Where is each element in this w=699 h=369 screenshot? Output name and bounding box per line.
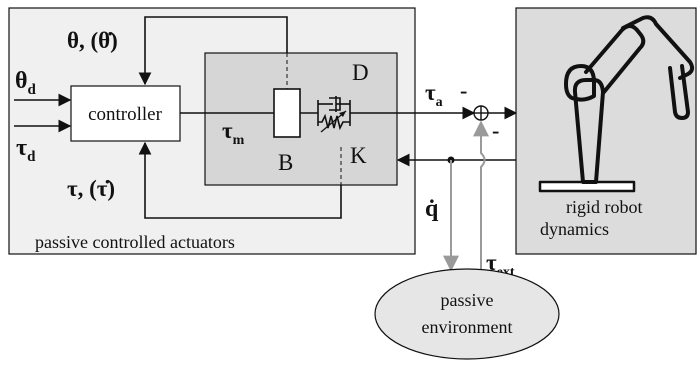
tau-feedback-line <box>138 141 342 219</box>
spring-damper-element <box>317 96 351 133</box>
theta-d-subscript: d <box>28 82 37 98</box>
q-dot-label: q̇ <box>425 196 439 222</box>
d-label: D <box>352 60 369 85</box>
tau-d-subscript: d <box>27 149 36 165</box>
rigid-robot-label-line2: dynamics <box>540 219 609 239</box>
environment-ellipse <box>374 268 560 360</box>
theta-d-label: θd <box>15 68 37 98</box>
tau-m-label: τm <box>222 118 245 148</box>
tau-m-symbol: τ <box>222 118 233 143</box>
theta-feedback-label: θ, (θ̇) <box>67 28 118 53</box>
rigid-robot-label-line1: rigid robot <box>566 197 643 217</box>
tau-m-subscript: m <box>233 133 245 148</box>
actuator-box <box>204 52 398 186</box>
passive-actuators-label: passive controlled actuators <box>35 232 235 252</box>
tau-ext-symbol: τ <box>486 250 497 275</box>
theta-feedback-line <box>138 16 288 86</box>
minus-bottom-label: - <box>492 118 499 143</box>
tau-a-symbol: τ <box>425 80 436 105</box>
tau-a-subscript: a <box>436 95 443 110</box>
controller-label: controller <box>88 104 163 125</box>
summing-junction <box>473 105 489 121</box>
k-label: K <box>350 143 367 168</box>
inertia-block <box>273 88 301 138</box>
theta-d-symbol: θ <box>15 68 28 94</box>
tau-ext-line <box>473 120 489 284</box>
controller-box <box>70 85 181 142</box>
b-label: B <box>278 150 293 175</box>
robot-arm-icon <box>538 15 695 193</box>
tau-d-symbol: τ <box>16 135 27 161</box>
environment-label-line2: environment <box>422 317 513 337</box>
robot-panel <box>515 7 697 255</box>
environment-label-line1: passive <box>441 290 494 310</box>
tau-a-label: τa <box>425 80 443 110</box>
tau-d-label: τd <box>16 135 36 165</box>
minus-top-label: - <box>460 78 467 103</box>
tau-feedback-label: τ, (τ̇) <box>67 176 115 201</box>
